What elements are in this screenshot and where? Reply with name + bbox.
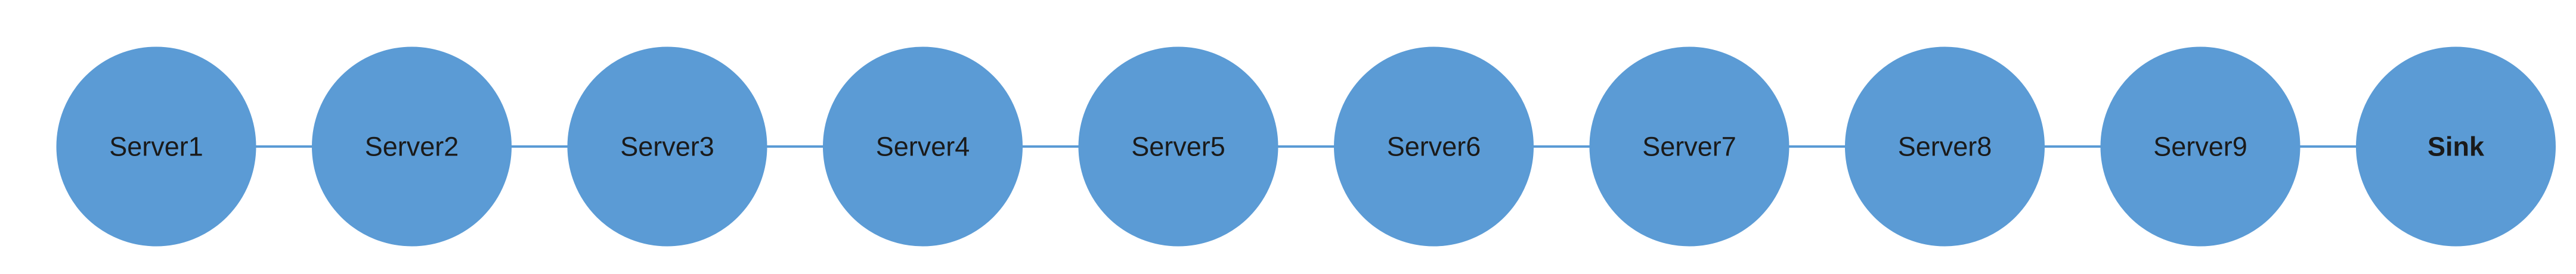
- node-circle: [1334, 46, 1534, 247]
- node-label: Server3: [620, 132, 714, 162]
- node-circle: [56, 46, 256, 247]
- node-label: Server1: [109, 132, 203, 162]
- node-label: Server4: [876, 132, 970, 162]
- node-server9: Server9: [2100, 46, 2301, 247]
- node-label: Server7: [1642, 132, 1736, 162]
- node-circle: [2356, 46, 2556, 247]
- node-circle: [1845, 46, 2045, 247]
- node-label: Server2: [365, 132, 459, 162]
- node-circle: [823, 46, 1023, 247]
- nodes-layer: Server1 Server2 Server3 Server4 Server5 Serve…: [56, 46, 2556, 247]
- node-server3: Server3: [567, 46, 767, 247]
- node-server1: Server1: [56, 46, 256, 247]
- node-label: Server6: [1387, 132, 1481, 162]
- node-server4: Server4: [823, 46, 1023, 247]
- node-label: Server8: [1898, 132, 1992, 162]
- node-sink: Sink: [2356, 46, 2556, 247]
- node-circle: [312, 46, 512, 247]
- node-circle: [1078, 46, 1278, 247]
- node-label: Server9: [2153, 132, 2247, 162]
- node-label: Sink: [2428, 132, 2485, 162]
- node-server6: Server6: [1334, 46, 1534, 247]
- node-server8: Server8: [1845, 46, 2045, 247]
- node-label: Server5: [1131, 132, 1225, 162]
- node-server2: Server2: [312, 46, 512, 247]
- node-circle: [2100, 46, 2301, 247]
- node-circle: [567, 46, 767, 247]
- node-circle: [1589, 46, 1789, 247]
- node-server7: Server7: [1589, 46, 1789, 247]
- node-server5: Server5: [1078, 46, 1278, 247]
